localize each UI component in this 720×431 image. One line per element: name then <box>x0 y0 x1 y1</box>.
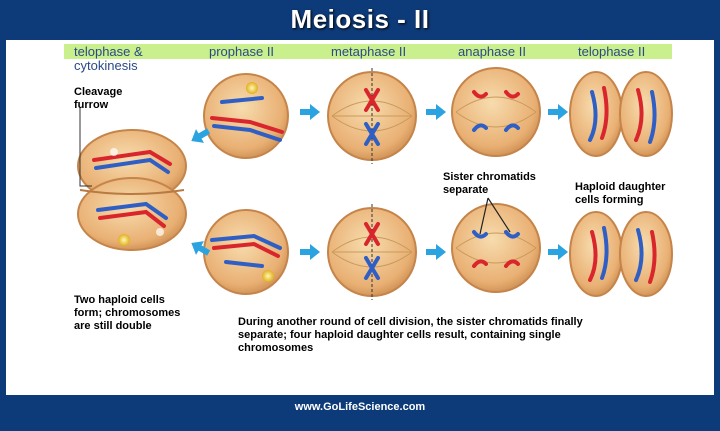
cell-telophase-ii-top <box>569 71 673 157</box>
stage-label-metaphase-ii: metaphase II <box>331 44 407 59</box>
label-cleavage-furrow: Cleavage furrow <box>74 86 123 111</box>
caption: During another round of cell division, t… <box>238 316 583 354</box>
stage-bar <box>64 44 672 59</box>
label-haploid-daughter: Haploid daughter cells forming <box>575 181 666 206</box>
arrows <box>191 104 568 260</box>
stage-label-telophase-cytokinesis: telophase & cytokinesis <box>74 44 143 73</box>
stage-label-prophase-ii: prophase II <box>209 44 275 59</box>
cell-prophase-ii-top <box>203 73 289 159</box>
cell-telophase-ii-bottom <box>569 211 673 297</box>
page-title: Meiosis - II <box>290 4 430 34</box>
cell-metaphase-ii-top <box>327 68 417 164</box>
label-two-haploid-cells: Two haploid cells form; chromosomes are … <box>74 294 181 332</box>
cell-telophase-cytokinesis <box>77 129 187 251</box>
cell-anaphase-ii-bottom <box>451 203 541 293</box>
label-sister-chromatids: Sister chromatids separate <box>443 171 536 196</box>
cell-metaphase-ii-bottom <box>327 204 417 300</box>
stage-label-telophase-ii: telophase II <box>578 44 646 59</box>
stage-label-anaphase-ii: anaphase II <box>458 44 526 59</box>
cell-prophase-ii-bottom <box>203 209 289 295</box>
cell-anaphase-ii-top <box>451 67 541 157</box>
footer-url[interactable]: www.GoLifeScience.com <box>294 401 426 413</box>
